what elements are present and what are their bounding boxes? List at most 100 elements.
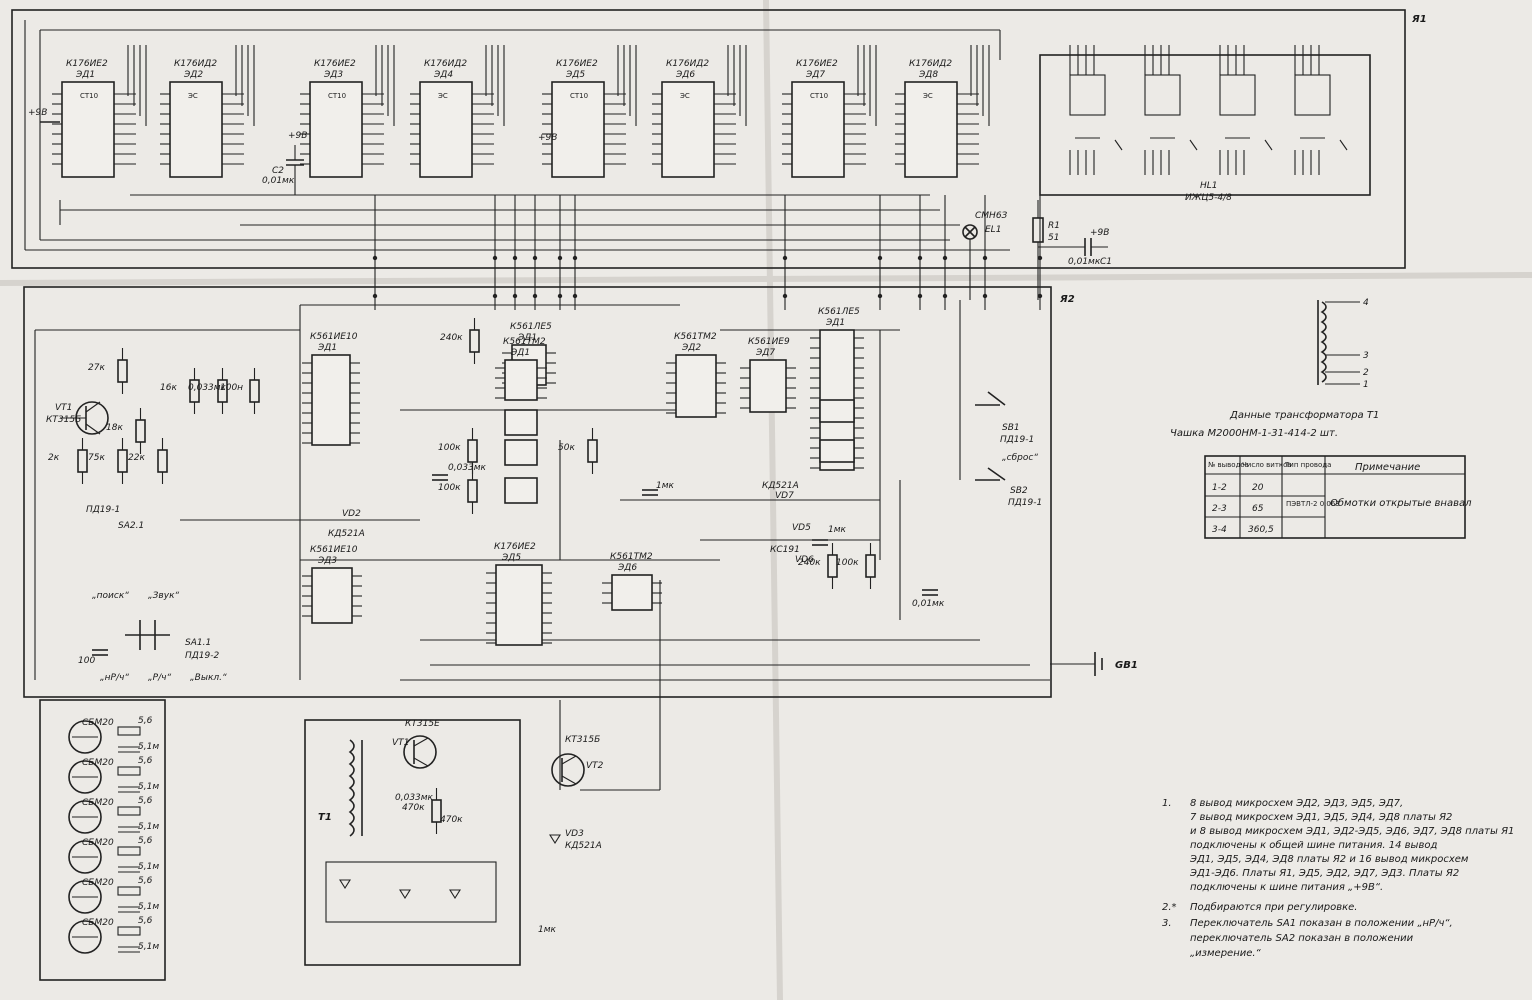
sb1-type: ПД19-1 bbox=[1000, 435, 1034, 445]
transistor-vt1-hv bbox=[403, 735, 437, 769]
vd3-ref: VD3 bbox=[565, 829, 584, 839]
hv-converter-outline bbox=[304, 719, 521, 966]
resistor-value: 18к bbox=[106, 423, 123, 433]
note-1-number: 1. bbox=[1162, 798, 1172, 809]
chip-function: СТ10 bbox=[810, 92, 828, 100]
resistor-value: 470к bbox=[402, 803, 425, 813]
hl1-type: ИЖЦ5-4/8 bbox=[1185, 193, 1232, 203]
tube-resistor-value: 5,6 bbox=[138, 756, 153, 766]
note-1-line-3: и 8 вывод микросхем ЭД1, ЭД2-ЭД5, ЭД6, Э… bbox=[1190, 826, 1514, 837]
chip-type: К561ТМ2 bbox=[674, 332, 717, 342]
transformer-core: Чашка М2000НМ-1-31-414-2 шт. bbox=[1170, 428, 1338, 439]
note-1-line-4: подключены к общей шине питания. 14 выво… bbox=[1190, 839, 1437, 851]
chip-type: К561ТМ2 bbox=[610, 552, 653, 562]
table-row2-pins: 2-3 bbox=[1212, 504, 1227, 514]
capacitor-value: 100 bbox=[78, 656, 95, 666]
transistor-vt2 bbox=[551, 753, 585, 787]
board2-gate-4 bbox=[819, 399, 855, 423]
sb2-ref: SB2 bbox=[1010, 486, 1028, 496]
vt1-hv-type: КТ315Е bbox=[405, 719, 440, 729]
r-hv-value: 470к bbox=[440, 815, 463, 825]
switch-sa1-1 bbox=[125, 620, 170, 650]
tube-cap-value: 5,1м bbox=[138, 862, 159, 872]
chip-function: ЭС bbox=[680, 92, 690, 100]
tube-resistor-value: 5,6 bbox=[138, 836, 153, 846]
chip-type: К176ИЕ2 bbox=[494, 542, 536, 552]
resistor-value: 16к bbox=[160, 383, 177, 393]
chip-type: К561ЛЕ5 bbox=[510, 322, 552, 332]
sb2-label: „сброс“ bbox=[1002, 453, 1038, 463]
capacitor-value: 1мк bbox=[656, 481, 675, 491]
capacitor-value: 0,033мк bbox=[448, 463, 487, 473]
chip-type: К176ИЕ2 bbox=[314, 59, 356, 69]
board2-capacitor-4 bbox=[922, 589, 938, 596]
note-1-line-5: ЭД1, ЭД5, ЭД4, ЭД8 платы Я2 и 16 вывод м… bbox=[1189, 854, 1469, 865]
note-2-number: 2.* bbox=[1162, 902, 1177, 913]
b1-c1-value: 0,01мк bbox=[1068, 257, 1101, 267]
note-3-line-3: „измерение.“ bbox=[1190, 948, 1262, 959]
note-3-line-1: Переключатель SA1 показан в положении „н… bbox=[1190, 918, 1453, 929]
tube-resistor-value: 5,6 bbox=[138, 876, 153, 886]
chip-function: СТ10 bbox=[570, 92, 588, 100]
t1-pin-2: 2 bbox=[1363, 368, 1369, 378]
chip-type: К176ИД2 bbox=[909, 59, 952, 69]
note-1-lines: 8 вывод микросхем ЭД2, ЭД3, ЭД5, ЭД7,7 в… bbox=[1189, 798, 1514, 893]
chip-ref: ЭД7 bbox=[755, 348, 775, 358]
chip-ref: ЭД8 bbox=[918, 70, 938, 80]
sb1-ref: SB1 bbox=[1002, 423, 1020, 433]
note-1-line-7: подключены к шине питания „+9В“. bbox=[1190, 882, 1383, 893]
t1-ref: T1 bbox=[318, 812, 332, 823]
c-hv-value: 0,033мк bbox=[395, 793, 434, 803]
sa1-1-pos-3: „Выкл.“ bbox=[190, 673, 227, 683]
tube-resistor-value: 5,6 bbox=[138, 716, 153, 726]
chip-type: К561ИЕ10 bbox=[310, 332, 358, 342]
board2-resistor-1: 27к bbox=[88, 348, 128, 394]
vt2-type: КТ315Б bbox=[565, 735, 600, 745]
transformer-t1 bbox=[348, 739, 363, 837]
el1-ref: EL1 bbox=[985, 225, 1001, 235]
chip-type: К561ИЕ9 bbox=[748, 337, 790, 347]
chip-type: К176ИЕ2 bbox=[796, 59, 838, 69]
board2-resistor-3: 2к bbox=[48, 438, 88, 484]
resistor-value: 50к bbox=[558, 443, 575, 453]
tube-cap-value: 5,1м bbox=[138, 942, 159, 952]
board2-resistor-12: 100к bbox=[438, 468, 478, 514]
sa2-1-ref: SA2.1 bbox=[118, 521, 144, 531]
b1-supply-label-2: +9В bbox=[288, 131, 307, 141]
b1-capacitor-c1 bbox=[1038, 238, 1108, 256]
chip-function: СТ10 bbox=[80, 92, 98, 100]
resistor-r1 bbox=[1032, 217, 1044, 243]
board2-gate-5 bbox=[819, 439, 855, 463]
chip-ref: ЭД3 bbox=[323, 70, 343, 80]
note-2-text: Подбираются при регулировке. bbox=[1190, 901, 1358, 913]
winding-table bbox=[1204, 455, 1466, 539]
board2-resistor-14: 240к bbox=[798, 543, 838, 589]
chip-ref: ЭД6 bbox=[617, 563, 637, 573]
table-header-wire: Тип провода bbox=[1284, 461, 1331, 469]
board2-resistor-8: 100н bbox=[220, 368, 260, 414]
board1-outline bbox=[11, 9, 1406, 269]
b1-c2-value: 0,01мк bbox=[262, 176, 295, 186]
board2-gate-1 bbox=[504, 409, 538, 436]
vd6-ref: VD6 bbox=[795, 555, 814, 565]
chip-type: К176ИД2 bbox=[424, 59, 467, 69]
tube-cap-value: 5,1м bbox=[138, 742, 159, 752]
r1-value: 51 bbox=[1048, 233, 1059, 243]
r1-ref: R1 bbox=[1048, 221, 1060, 231]
geiger-tube-type: СБМ20 bbox=[82, 878, 114, 888]
sa1-1-pos-2: „Р/ч“ bbox=[148, 673, 171, 683]
resistor-value: 2к bbox=[48, 453, 60, 463]
chip-ref: ЭД5 bbox=[501, 553, 521, 563]
sa2-1-pos-1: „поиск“ bbox=[92, 591, 129, 601]
